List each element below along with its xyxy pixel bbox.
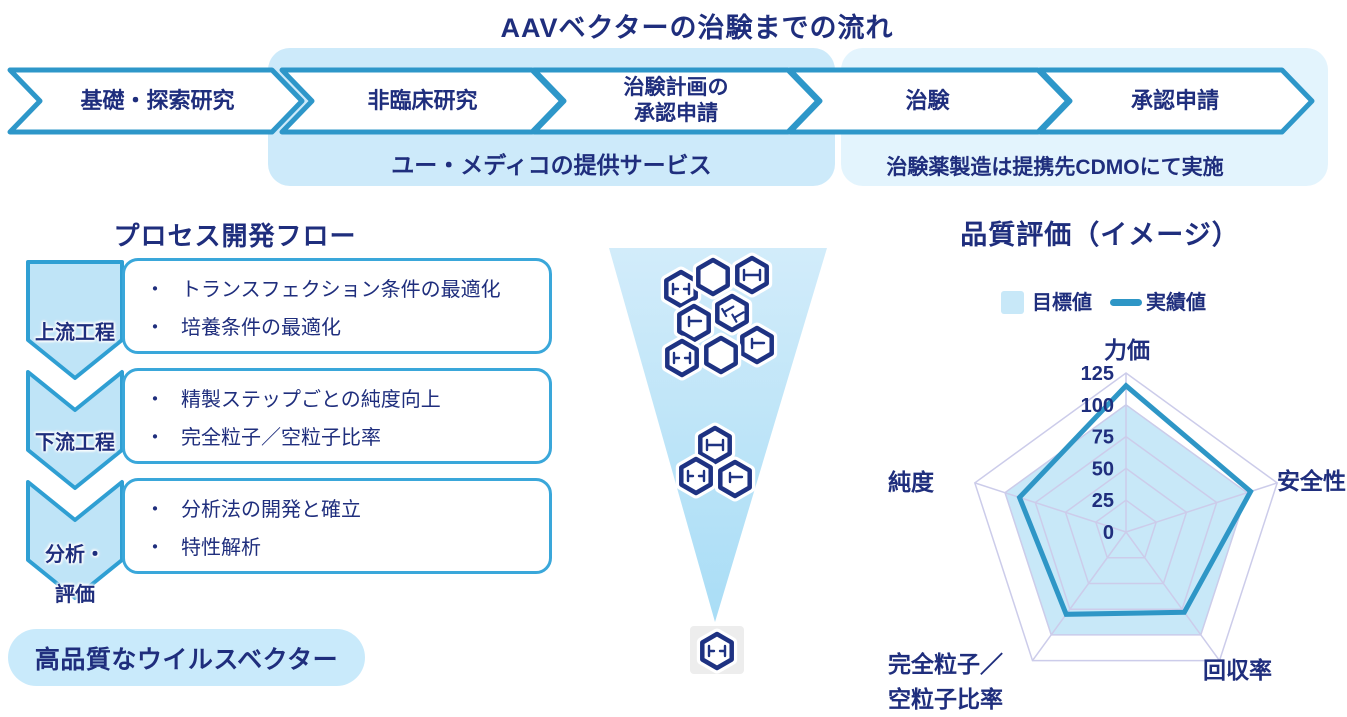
- quality-radar-chart: 0 25 50 75 100 125: [973, 363, 1279, 662]
- analysis-detail-box: 分析法の開発と確立 特性解析: [122, 478, 552, 574]
- process-step-arrows: [7, 67, 1315, 135]
- stage-label-downstream: 下流工程: [35, 432, 115, 454]
- aav-particle-icon: [667, 341, 696, 375]
- upstream-bullet-2: 培養条件の最適化: [145, 311, 549, 340]
- chevron-step-5: [1037, 67, 1315, 135]
- flow-step-trial-plan: 治験計画の 承認申請: [545, 75, 807, 127]
- radar-axis-ratio-line2: 空粒子比率: [888, 686, 1003, 712]
- radar-grid-ring: [1034, 435, 1218, 610]
- radar-grid-ring: [1064, 467, 1188, 585]
- analysis-bullet-1: 分析法の開発と確立: [145, 493, 549, 522]
- service-banner-label: ユー・メディコの提供サービス: [391, 152, 712, 178]
- legend-actual-swatch-icon: [1110, 299, 1142, 306]
- radar-grid-spoke: [974, 482, 1127, 533]
- flow-step-trial-plan-line1: 治験計画の: [623, 76, 729, 99]
- flow-step-approval: 承認申請: [1130, 88, 1219, 113]
- radar-grid-ring: [1094, 499, 1158, 559]
- stage-label-analysis-line1: 分析・: [45, 544, 105, 566]
- flow-step-nonclinical: 非臨床研究: [367, 88, 478, 113]
- upstream-detail-box: トランスフェクション条件の最適化 培養条件の最適化: [122, 258, 552, 354]
- radar-tick-label: 75: [1092, 427, 1114, 449]
- result-pill: 高品質なウイルスベクター: [8, 629, 365, 686]
- radar-grid-spoke: [1125, 531, 1221, 662]
- flow-step-trial-plan-line2: 承認申請: [634, 102, 718, 125]
- legend-target-swatch-icon: [1001, 291, 1024, 314]
- purification-funnel: [609, 248, 827, 674]
- radar-tick-label: 100: [1081, 395, 1114, 417]
- downstream-bullet-2: 完全粒子／空粒子比率: [145, 421, 549, 450]
- radar-axis-recovery: 回収率: [1203, 657, 1272, 683]
- upstream-bullet-1: トランスフェクション条件の最適化: [145, 273, 549, 302]
- cdmo-note-label: 治験薬製造は提携先CDMOにて実施: [886, 156, 1224, 179]
- aav-particle-icon: [666, 272, 695, 306]
- aav-particle-icon: [742, 328, 771, 362]
- radar-grid-ring: [973, 372, 1279, 662]
- radar-tick-label: 0: [1103, 522, 1114, 544]
- radar-tick-label: 125: [1081, 363, 1114, 385]
- aav-particle-icon: [679, 306, 708, 340]
- legend-actual-label: 実績値: [1146, 292, 1206, 314]
- process-flow-title: プロセス開発フロー: [113, 221, 357, 251]
- page-title: AAVベクターの治験までの流れ: [500, 13, 894, 43]
- radar-tick-label: 50: [1092, 458, 1114, 480]
- aav-particle-icon: [700, 428, 729, 462]
- chevron-step-1: [7, 67, 305, 135]
- aav-particle-icon: [698, 260, 727, 294]
- aav-particle-icon: [706, 338, 735, 372]
- radar-tick-label: 25: [1092, 490, 1114, 512]
- legend-target-label: 目標値: [1032, 292, 1092, 314]
- radar-grid-spoke: [1031, 531, 1127, 662]
- radar-axis-purity: 純度: [888, 469, 934, 495]
- flow-step-basic-research: 基礎・探索研究: [80, 88, 235, 113]
- radar-axis-ratio-line1: 完全粒子／: [888, 651, 1003, 677]
- quality-chart-title: 品質評価（イメージ）: [960, 220, 1240, 250]
- purified-aav-particle-icon: [702, 634, 731, 668]
- aav-particle-icon: [681, 459, 710, 493]
- analysis-bullet-2: 特性解析: [145, 531, 549, 560]
- radar-axis-titer: 力価: [1104, 337, 1150, 363]
- downstream-detail-box: 精製ステップごとの純度向上 完全粒子／空粒子比率: [122, 368, 552, 464]
- down-chevron-upstream: [26, 260, 124, 380]
- flow-step-clinical-trial: 治験: [905, 88, 950, 113]
- radar-actual-line: [1016, 382, 1254, 617]
- result-pill-label: 高品質なウイルスベクター: [34, 645, 339, 674]
- stage-label-analysis-line2: 評価: [55, 584, 95, 606]
- radar-grid-ring: [1004, 403, 1248, 636]
- radar-axis-safety: 安全性: [1277, 468, 1346, 494]
- downstream-bullet-1: 精製ステップごとの純度向上: [145, 383, 549, 412]
- process-stage-arrows: [26, 260, 124, 600]
- aav-particle-icon: [717, 296, 746, 330]
- aav-particle-icon: [737, 258, 766, 292]
- aav-particle-icon: [720, 462, 749, 496]
- stage-label-upstream: 上流工程: [35, 322, 115, 344]
